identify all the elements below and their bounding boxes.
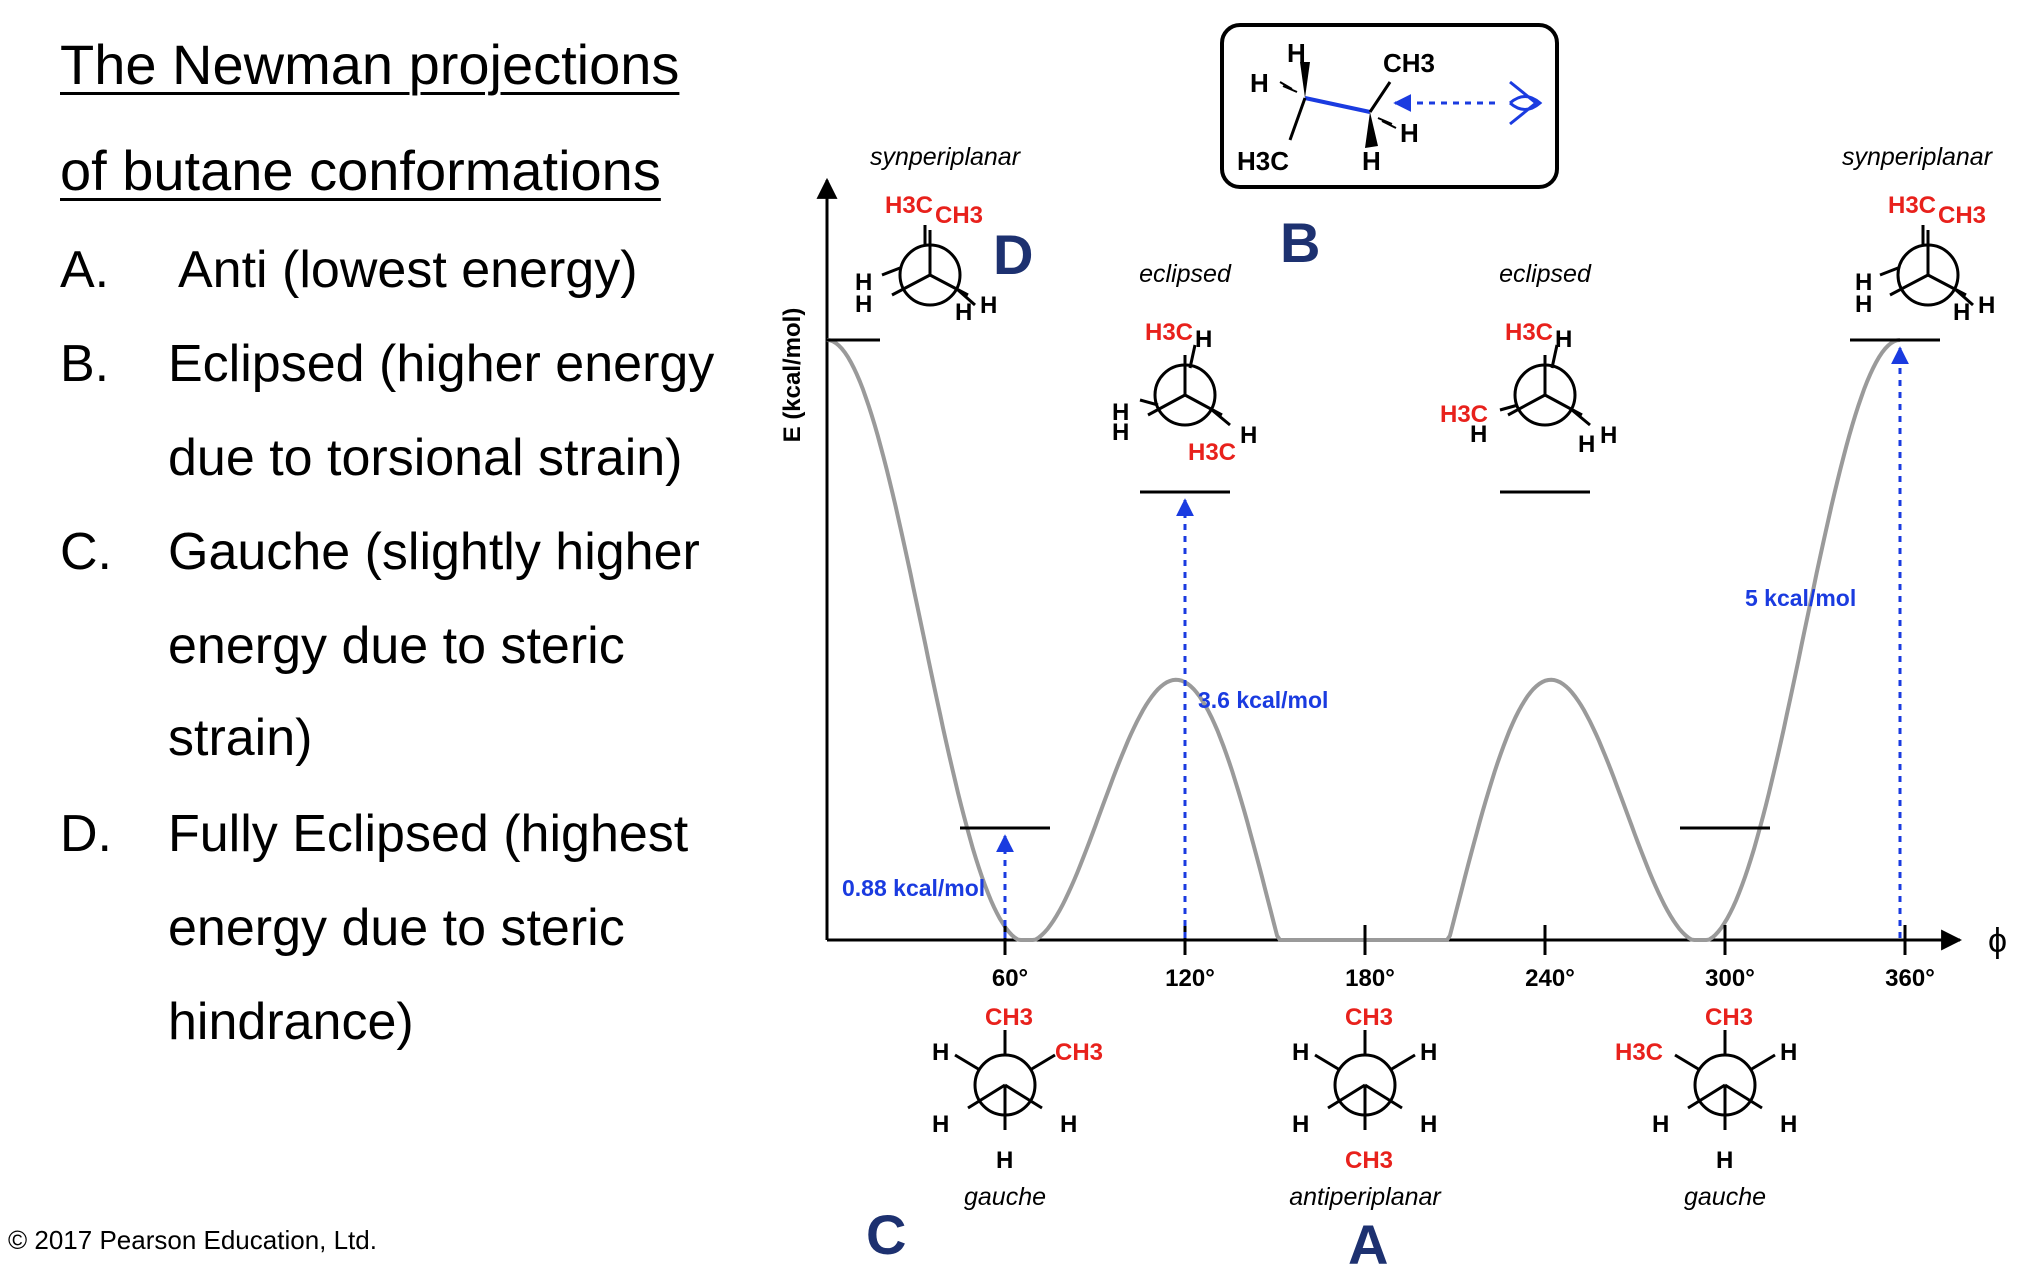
newman-antiperiplanar: CH3 H H H H CH3 bbox=[1292, 1004, 1437, 1174]
g60-h-ll: H bbox=[932, 1111, 949, 1138]
letter-d: D bbox=[993, 223, 1034, 286]
item-d-line-3: hindrance) bbox=[168, 993, 414, 1051]
anti-h-ur: H bbox=[1420, 1039, 1437, 1066]
label-eclipsed-240: eclipsed bbox=[1499, 260, 1592, 288]
letter-a: A bbox=[1348, 1213, 1389, 1276]
title-line-2: of butane conformations bbox=[60, 139, 661, 202]
energy-label-3.6: 3.6 kcal/mol bbox=[1198, 687, 1328, 713]
anti-h-lr: H bbox=[1420, 1111, 1437, 1138]
item-d-line-1: Fully Eclipsed (highest bbox=[168, 805, 689, 863]
anti-ch3-bottom: CH3 bbox=[1345, 1147, 1393, 1174]
energy-curve bbox=[826, 338, 1901, 942]
sr-ch3: CH3 bbox=[1938, 202, 1986, 229]
newman-gauche-60: CH3 CH3 H H H H bbox=[932, 1004, 1103, 1174]
g60-h-ul: H bbox=[932, 1039, 949, 1066]
e120-h-r: H bbox=[1240, 422, 1257, 449]
sr-h-1: H bbox=[1855, 269, 1872, 296]
anti-ch3-top: CH3 bbox=[1345, 1004, 1393, 1031]
sawhorse-h3c: H3C bbox=[1237, 146, 1289, 176]
e240-h3c-left: H3C bbox=[1440, 401, 1488, 428]
tick-label-60: 60° bbox=[992, 965, 1028, 992]
tick-label-240: 240° bbox=[1525, 965, 1575, 992]
d-h-3: H bbox=[955, 299, 972, 326]
item-b-letter: B. bbox=[60, 335, 110, 393]
newman-eclipsed-240: H3C H H3C H H H bbox=[1440, 319, 1617, 458]
sr-h-4: H bbox=[1978, 292, 1995, 319]
e120-h-top: H bbox=[1195, 326, 1212, 353]
label-synperiplanar-left: synperiplanar bbox=[870, 143, 1022, 171]
e240-h-r1: H bbox=[1578, 431, 1595, 458]
sawhorse-h-left: H bbox=[1250, 68, 1269, 98]
d-h3c: H3C bbox=[885, 192, 933, 219]
item-a-line-1: Anti (lowest energy) bbox=[178, 241, 638, 299]
anti-h-ul: H bbox=[1292, 1039, 1309, 1066]
d-h-4: H bbox=[980, 292, 997, 319]
item-b-line-2: due to torsional strain) bbox=[168, 429, 683, 487]
item-b-line-1: Eclipsed (higher energy bbox=[168, 335, 715, 393]
d-h-1: H bbox=[855, 269, 872, 296]
label-gauche-300: gauche bbox=[1684, 1183, 1766, 1211]
letter-c: C bbox=[866, 1203, 907, 1266]
g300-h-ll: H bbox=[1652, 1111, 1669, 1138]
e240-h-r2: H bbox=[1600, 422, 1617, 449]
g60-ch3-right: CH3 bbox=[1055, 1039, 1103, 1066]
sr-h-3: H bbox=[1953, 299, 1970, 326]
newman-eclipsed-120: H3C H H H H3C H bbox=[1112, 319, 1257, 466]
tick-label-300: 300° bbox=[1705, 965, 1755, 992]
sr-h3c: H3C bbox=[1888, 192, 1936, 219]
g60-h-lr: H bbox=[1060, 1111, 1077, 1138]
item-c-line-1: Gauche (slightly higher bbox=[168, 523, 700, 581]
newman-synperiplanar-left: H3C CH3 H H H H bbox=[855, 192, 997, 326]
item-a-letter: A. bbox=[60, 241, 110, 299]
y-axis-label: E (kcal/mol) bbox=[779, 308, 806, 443]
g300-h-lr: H bbox=[1780, 1111, 1797, 1138]
tick-label-360: 360° bbox=[1885, 965, 1935, 992]
e120-h3c-b: H3C bbox=[1188, 439, 1236, 466]
title-line-1: The Newman projections bbox=[60, 33, 680, 96]
copyright: © 2017 Pearson Education, Ltd. bbox=[8, 1225, 377, 1255]
g300-h-b: H bbox=[1716, 1147, 1733, 1174]
x-axis-symbol: ϕ bbox=[1988, 922, 2007, 960]
newman-gauche-300: CH3 H3C H H H H bbox=[1615, 1004, 1797, 1174]
label-gauche-60: gauche bbox=[964, 1183, 1046, 1211]
g300-h3c-left: H3C bbox=[1615, 1039, 1663, 1066]
label-eclipsed-120: eclipsed bbox=[1139, 260, 1232, 288]
item-c-letter: C. bbox=[60, 523, 112, 581]
sawhorse-h-top: H bbox=[1287, 38, 1306, 68]
sawhorse-h-right: H bbox=[1400, 118, 1419, 148]
anti-h-ll: H bbox=[1292, 1111, 1309, 1138]
e120-h-l2: H bbox=[1112, 419, 1129, 446]
sawhorse-ch3: CH3 bbox=[1383, 48, 1435, 78]
e120-h-l1: H bbox=[1112, 399, 1129, 426]
letter-b: B bbox=[1280, 211, 1321, 274]
sawhorse-inset: H H H3C CH3 H H bbox=[1220, 23, 1559, 189]
sawhorse-h-bottom: H bbox=[1362, 146, 1381, 176]
g60-ch3-top: CH3 bbox=[985, 1004, 1033, 1031]
e240-h-top: H bbox=[1555, 326, 1572, 353]
tick-label-180: 180° bbox=[1345, 965, 1395, 992]
item-c-line-3: strain) bbox=[168, 709, 313, 767]
tick-label-120: 120° bbox=[1165, 965, 1215, 992]
d-h-2: H bbox=[855, 291, 872, 318]
g60-h-b: H bbox=[996, 1147, 1013, 1174]
sr-h-2: H bbox=[1855, 291, 1872, 318]
g300-ch3-top: CH3 bbox=[1705, 1004, 1753, 1031]
label-antiperiplanar: antiperiplanar bbox=[1289, 1183, 1442, 1211]
e240-h3c-top: H3C bbox=[1505, 319, 1553, 346]
newman-synperiplanar-right: H3C CH3 H H H H bbox=[1855, 192, 1995, 326]
d-ch3: CH3 bbox=[935, 202, 983, 229]
item-c-line-2: energy due to steric bbox=[168, 617, 625, 675]
x-ticks bbox=[1003, 925, 1907, 955]
g300-h-ur: H bbox=[1780, 1039, 1797, 1066]
e240-h-l: H bbox=[1470, 421, 1487, 448]
item-d-line-2: energy due to steric bbox=[168, 899, 625, 957]
energy-label-5: 5 kcal/mol bbox=[1745, 585, 1856, 611]
label-synperiplanar-right: synperiplanar bbox=[1842, 143, 1994, 171]
energy-label-0.88: 0.88 kcal/mol bbox=[842, 875, 985, 901]
e120-h3c: H3C bbox=[1145, 319, 1193, 346]
item-d-letter: D. bbox=[60, 805, 112, 863]
